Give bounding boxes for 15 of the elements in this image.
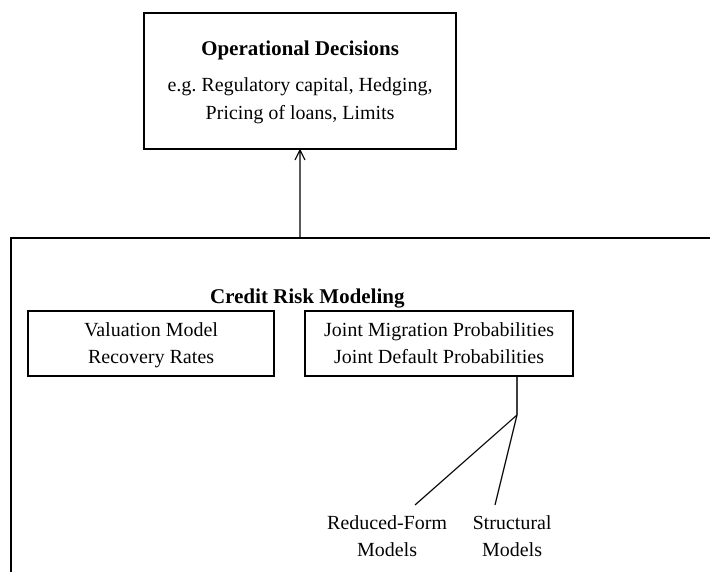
process-box bbox=[143, 12, 457, 150]
group-frame bbox=[10, 237, 710, 572]
model-label: Reduced-Form Models bbox=[326, 511, 448, 563]
process-box bbox=[304, 310, 574, 377]
box-text: Joint Migration Probabilities bbox=[324, 318, 554, 342]
process-box bbox=[27, 310, 275, 377]
arrow bbox=[294, 149, 306, 237]
model-label: Structural Models bbox=[472, 511, 552, 563]
box-text: Recovery Rates bbox=[88, 344, 214, 370]
box-heading: Credit Risk Modeling bbox=[210, 283, 404, 310]
box-text: e.g. Regulatory capital, Hedging, Pricing of loans, Limits bbox=[166, 72, 434, 126]
connector-line bbox=[494, 375, 518, 506]
box-text: Joint Default Probabilities bbox=[334, 344, 544, 370]
box-text: Valuation Model bbox=[84, 318, 218, 342]
box-heading: Operational Decisions bbox=[201, 35, 399, 62]
